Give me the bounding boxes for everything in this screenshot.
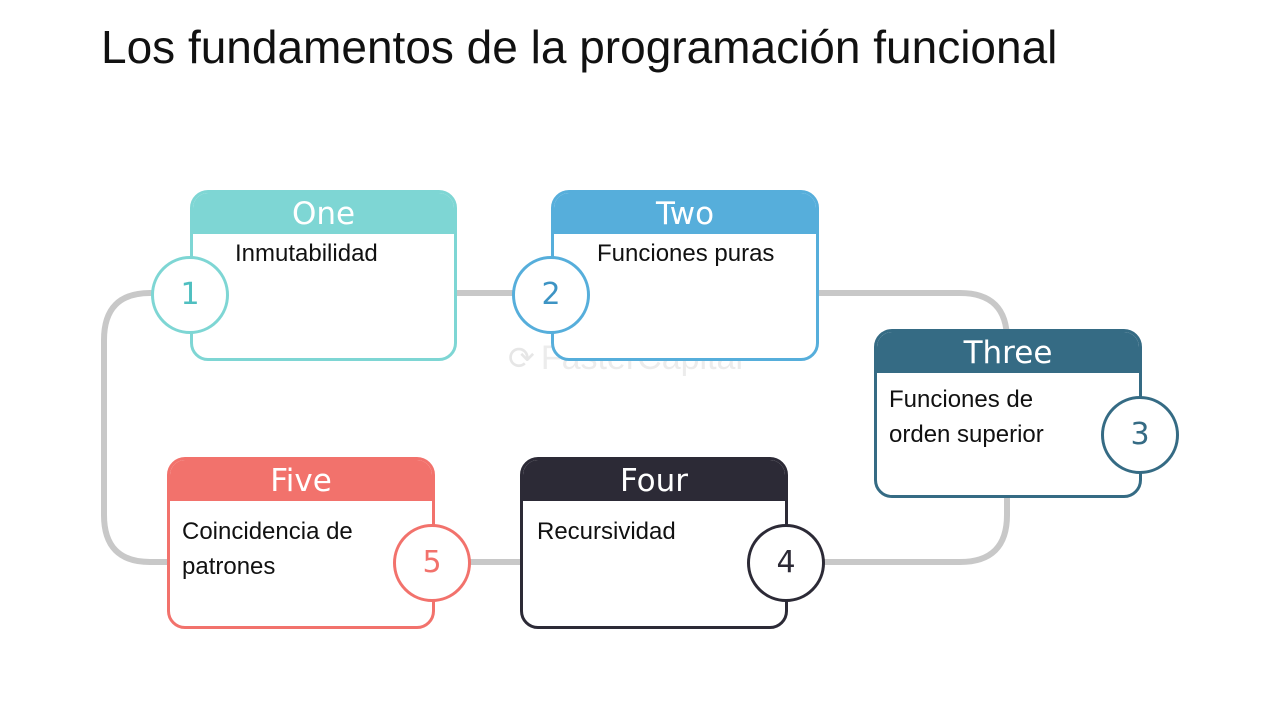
step-card-four: Four Recursividad	[520, 457, 788, 629]
page-title: Los fundamentos de la programación funci…	[101, 21, 1058, 73]
step-card-five: Five Coincidencia de patrones	[167, 457, 435, 629]
step-text-one: Inmutabilidad	[235, 236, 378, 271]
step-text-line: Recursividad	[537, 518, 676, 545]
step-text-line: Inmutabilidad	[235, 240, 378, 267]
step-heading-two: Two	[554, 193, 816, 234]
step-heading-three: Three	[877, 332, 1139, 373]
step-card-three: Three Funciones de orden superior	[874, 329, 1142, 498]
watermark-logo-icon: ⟳	[508, 340, 535, 376]
step-heading-four: Four	[523, 460, 785, 501]
step-text-line: orden superior	[889, 421, 1044, 448]
step-text-four: Recursividad	[537, 514, 676, 549]
step-text-line: Coincidencia de	[182, 518, 353, 545]
step-text-line: Funciones puras	[597, 240, 775, 267]
step-number-four: 4	[747, 524, 825, 602]
step-number-two: 2	[512, 256, 590, 334]
step-card-one: One Inmutabilidad	[190, 190, 457, 361]
step-number-one: 1	[151, 256, 229, 334]
step-text-line: patrones	[182, 553, 276, 580]
step-text-three: Funciones de orden superior	[889, 382, 1044, 452]
step-heading-one: One	[193, 193, 454, 234]
step-text-line: Funciones de	[889, 386, 1034, 413]
step-text-two: Funciones puras	[597, 236, 774, 271]
step-text-five: Coincidencia de patrones	[182, 514, 353, 584]
step-card-two: Two Funciones puras	[551, 190, 819, 361]
step-heading-five: Five	[170, 460, 432, 501]
step-number-five: 5	[393, 524, 471, 602]
step-number-three: 3	[1101, 396, 1179, 474]
